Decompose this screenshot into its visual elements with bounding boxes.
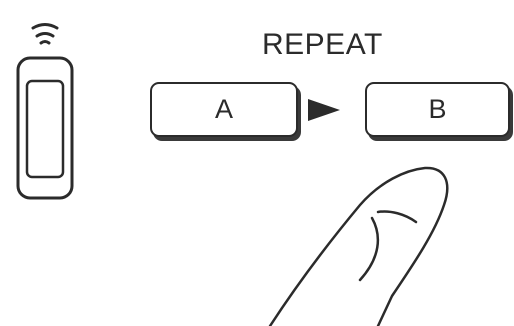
finger-press-icon <box>270 168 447 326</box>
a-button[interactable]: A <box>150 82 298 137</box>
a-button-label: A <box>215 94 233 125</box>
right-arrow-icon <box>308 99 340 121</box>
b-button-label: B <box>428 94 446 125</box>
repeat-label: REPEAT <box>262 28 383 62</box>
remote-control-icon <box>18 58 72 198</box>
b-button[interactable]: B <box>365 82 510 137</box>
wireless-signal-icon <box>33 25 57 44</box>
